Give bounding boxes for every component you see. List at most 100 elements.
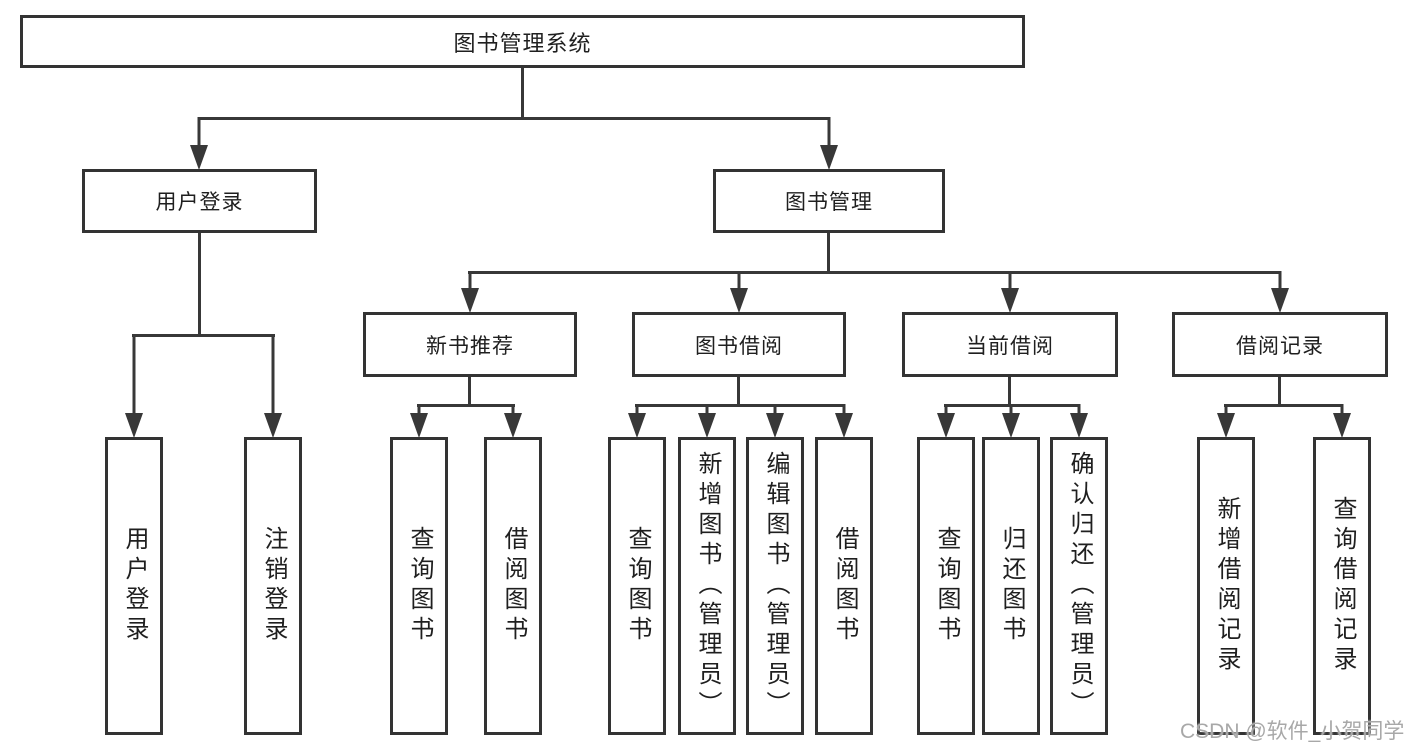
connector-level2-split <box>198 117 830 120</box>
node-borrow-records: 借阅记录 <box>1172 312 1388 377</box>
arrow-head-icon <box>410 413 428 438</box>
connector-arrow-bb-borrow <box>834 404 854 438</box>
node-current-borrow-label: 当前借阅 <box>966 334 1054 358</box>
arrow-head-icon <box>766 413 784 438</box>
arrow-head-icon <box>1217 413 1235 438</box>
arrow-head-icon <box>820 145 838 170</box>
node-leaf-cb-confirm-return: 确认归还（管理员） <box>1050 437 1108 735</box>
node-leaf-bb-query-books: 查询图书 <box>608 437 666 735</box>
node-book-mgmt: 图书管理 <box>713 169 945 233</box>
connector-arrow-bb-edit <box>765 404 785 438</box>
leaf-label: 查询图书 <box>933 526 960 646</box>
arrow-shaft <box>1340 404 1344 417</box>
leaf-label: 归还图书 <box>998 526 1025 646</box>
arrow-shaft <box>468 271 472 292</box>
node-leaf-bb-add-books: 新增图书（管理员） <box>678 437 736 735</box>
node-leaf-nb-query-books: 查询图书 <box>390 437 448 735</box>
node-current-borrow: 当前借阅 <box>902 312 1118 377</box>
connector-current-borrow-stem <box>1008 377 1011 407</box>
connector-user-login-split <box>132 334 275 337</box>
leaf-label: 查询图书 <box>624 526 651 646</box>
node-book-borrow-label: 图书借阅 <box>695 334 783 358</box>
connector-new-book-rec-split <box>417 404 515 407</box>
leaf-label: 注销登录 <box>260 526 287 646</box>
node-leaf-nb-borrow-books: 借阅图书 <box>484 437 542 735</box>
connector-arrow-nb-query <box>409 404 429 438</box>
node-leaf-bb-borrow-books: 借阅图书 <box>815 437 873 735</box>
node-root: 图书管理系统 <box>20 15 1025 68</box>
connector-arrow-cb-return <box>1001 404 1021 438</box>
node-user-login: 用户登录 <box>82 169 317 233</box>
node-book-borrow: 图书借阅 <box>632 312 846 377</box>
leaf-label: 编辑图书（管理员） <box>762 451 789 721</box>
csdn-watermark: CSDN @软件_小贺同学 <box>1180 720 1405 743</box>
connector-new-book-rec-stem <box>468 377 471 407</box>
node-borrow-records-label: 借阅记录 <box>1236 334 1324 358</box>
arrow-head-icon <box>190 145 208 170</box>
leaf-label: 查询图书 <box>406 526 433 646</box>
arrow-shaft <box>635 404 639 417</box>
connector-root-stem <box>521 68 524 118</box>
arrow-shaft <box>1077 404 1081 417</box>
connector-arrow-leaf-user-login <box>124 334 144 438</box>
arrow-shaft <box>944 404 948 417</box>
node-root-label: 图书管理系统 <box>453 30 592 56</box>
connector-arrow-borrow-records <box>1270 271 1290 313</box>
connector-book-borrow-split <box>635 404 845 407</box>
node-book-mgmt-label: 图书管理 <box>785 191 873 214</box>
arrow-head-icon <box>1333 413 1351 438</box>
connector-arrow-bb-add <box>697 404 717 438</box>
arrow-head-icon <box>1271 288 1289 313</box>
arrow-head-icon <box>125 413 143 438</box>
connector-arrow-cb-query <box>936 404 956 438</box>
arrow-head-icon <box>461 288 479 313</box>
connector-arrow-bb-query <box>627 404 647 438</box>
node-leaf-user-login: 用户登录 <box>105 437 163 735</box>
connector-user-login-stem <box>198 233 201 335</box>
node-new-book-rec-label: 新书推荐 <box>426 334 514 358</box>
arrow-head-icon <box>937 413 955 438</box>
arrow-shaft <box>1009 404 1013 417</box>
arrow-shaft <box>1008 271 1012 292</box>
node-leaf-br-add-record: 新增借阅记录 <box>1197 437 1255 735</box>
connector-borrow-records-stem <box>1278 377 1281 407</box>
node-leaf-cb-return-books: 归还图书 <box>982 437 1040 735</box>
leaf-label: 借阅图书 <box>500 526 527 646</box>
connector-arrow-current-borrow <box>1000 271 1020 313</box>
arrow-head-icon <box>835 413 853 438</box>
arrow-shaft <box>197 117 201 149</box>
node-leaf-logout: 注销登录 <box>244 437 302 735</box>
leaf-label: 查询借阅记录 <box>1329 496 1356 676</box>
arrow-shaft <box>773 404 777 417</box>
connector-arrow-user-login <box>189 117 209 170</box>
arrow-shaft <box>417 404 421 417</box>
arrow-shaft <box>827 117 831 149</box>
node-new-book-rec: 新书推荐 <box>363 312 577 377</box>
leaf-label: 新增借阅记录 <box>1213 496 1240 676</box>
node-leaf-br-query-record: 查询借阅记录 <box>1313 437 1371 735</box>
leaf-label: 确认归还（管理员） <box>1066 451 1093 721</box>
arrow-head-icon <box>628 413 646 438</box>
node-user-login-label: 用户登录 <box>155 191 244 214</box>
arrow-shaft <box>1224 404 1228 417</box>
arrow-head-icon <box>730 288 748 313</box>
arrow-shaft <box>1278 271 1282 292</box>
arrow-head-icon <box>504 413 522 438</box>
connector-book-mgmt-stem <box>827 233 830 272</box>
connector-arrow-br-add <box>1216 404 1236 438</box>
arrow-head-icon <box>1002 413 1020 438</box>
connector-arrow-book-borrow <box>729 271 749 313</box>
connector-arrow-book-mgmt <box>819 117 839 170</box>
connector-arrow-br-query <box>1332 404 1352 438</box>
arrow-head-icon <box>1001 288 1019 313</box>
connector-arrow-nb-borrow <box>503 404 523 438</box>
arrow-shaft <box>511 404 515 417</box>
arrow-head-icon <box>698 413 716 438</box>
leaf-label: 借阅图书 <box>831 526 858 646</box>
arrow-head-icon <box>264 413 282 438</box>
arrow-shaft <box>705 404 709 417</box>
arrow-shaft <box>737 271 741 292</box>
arrow-shaft <box>132 334 136 417</box>
arrow-head-icon <box>1070 413 1088 438</box>
